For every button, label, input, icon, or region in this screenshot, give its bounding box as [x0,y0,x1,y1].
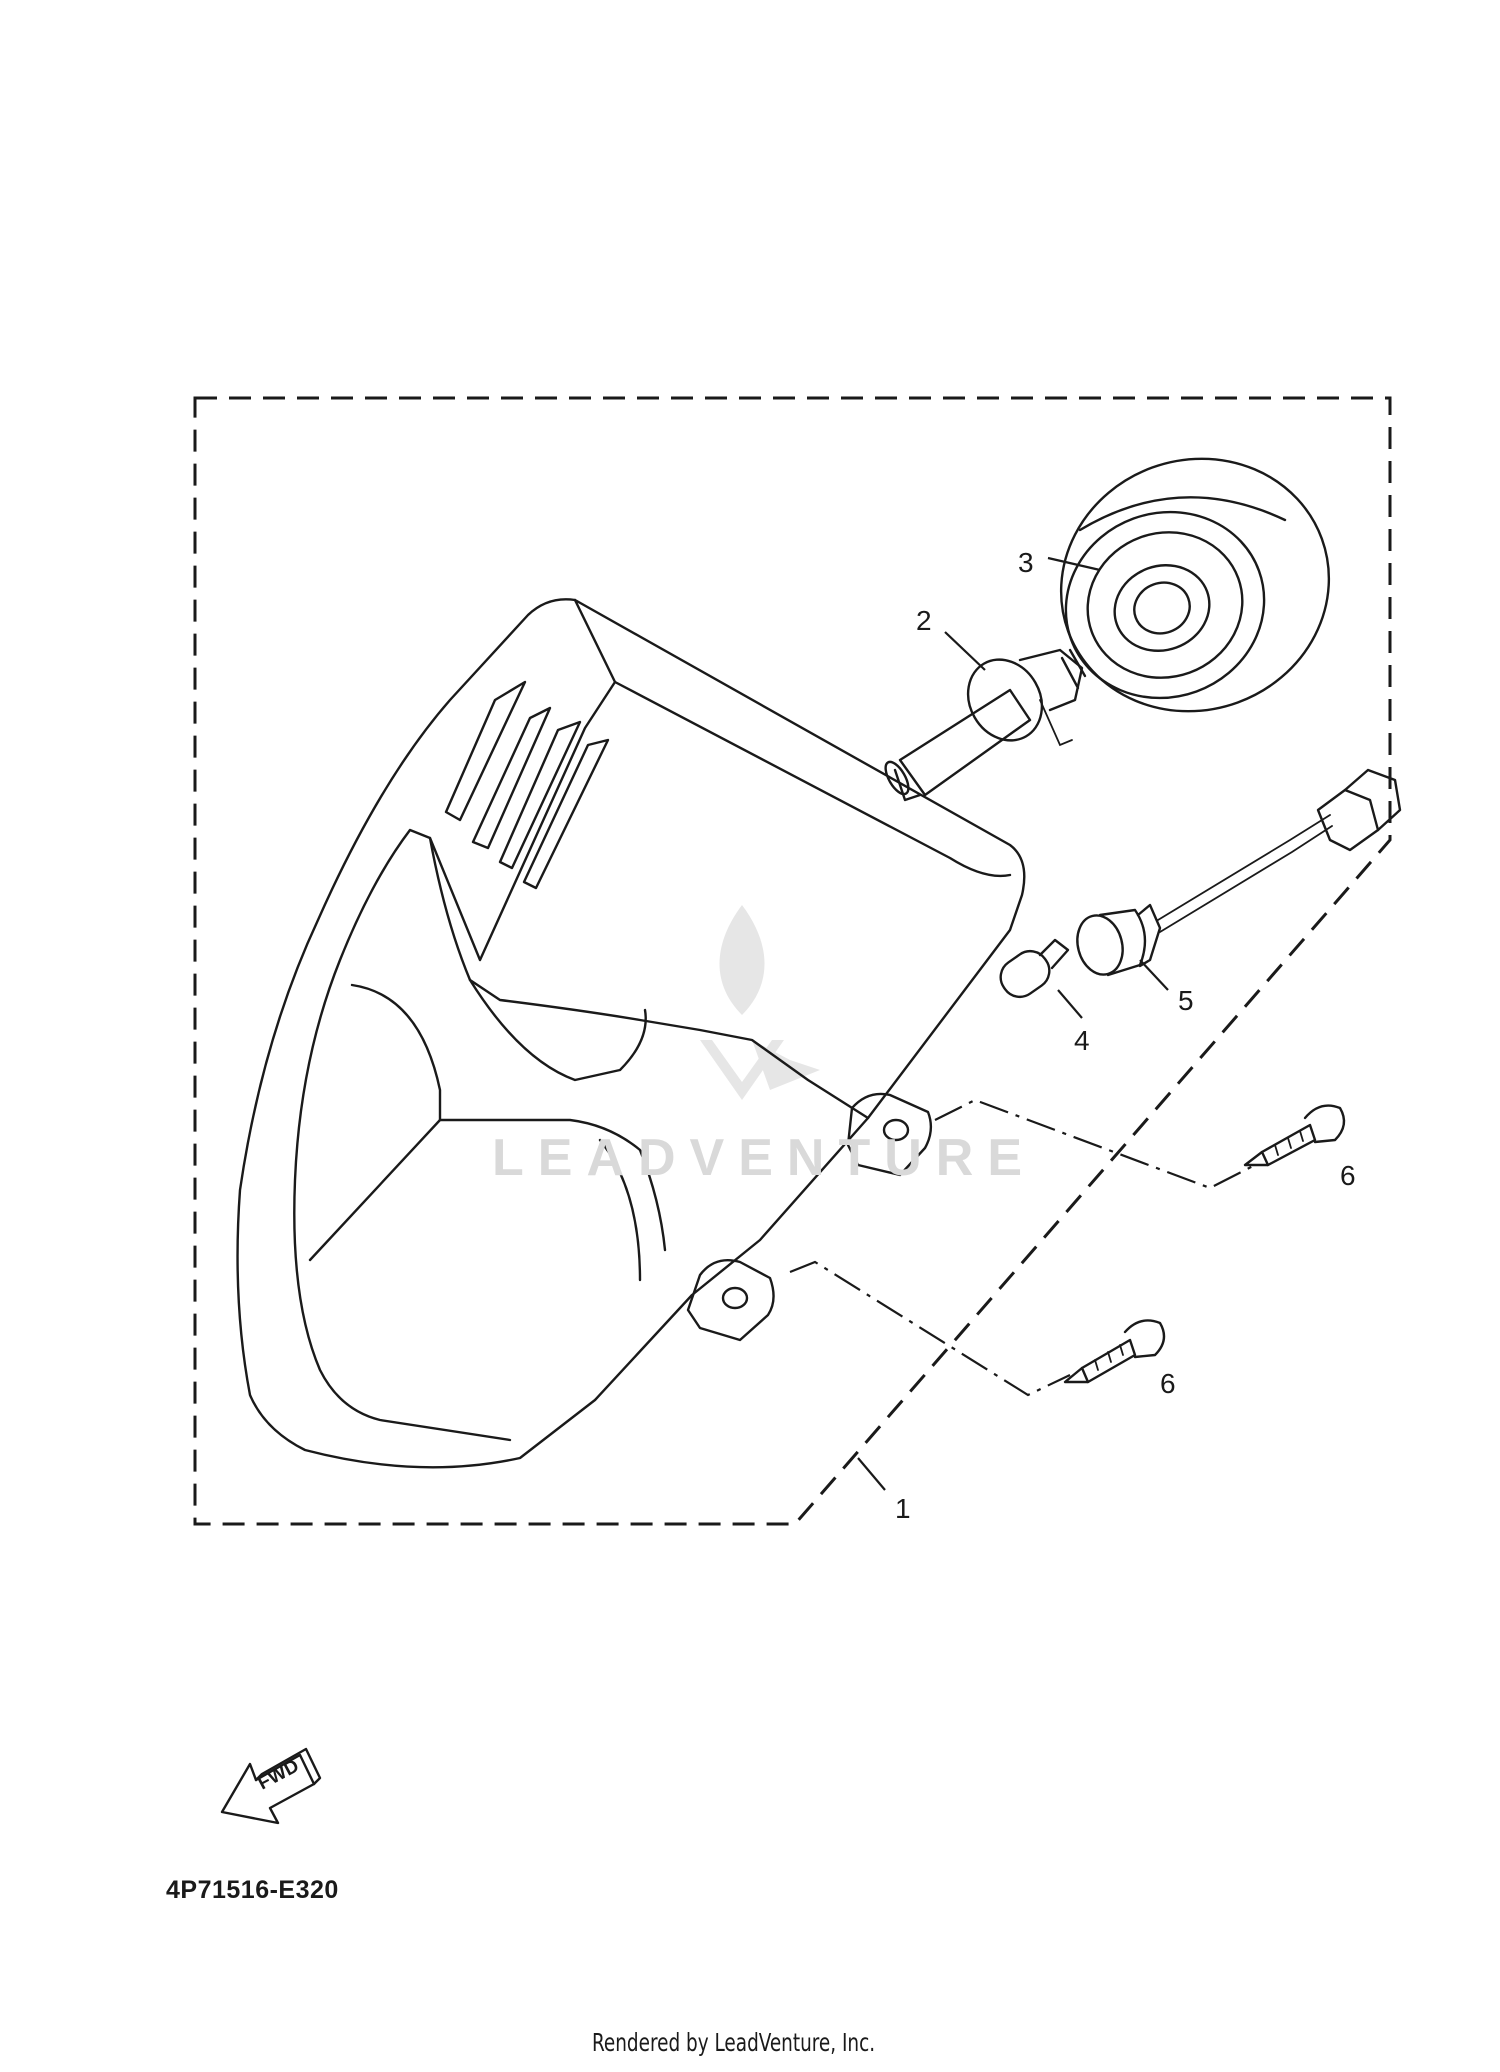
position-bulb [999,938,1070,999]
bulb-socket-harness [1076,768,1402,977]
chain-line-upper [934,1098,1256,1190]
leader-2 [944,631,986,671]
screw-lower [1063,1319,1166,1384]
fwd-label: FWD [254,1756,302,1795]
leader-4 [1057,989,1083,1019]
render-credit: Rendered by LeadVenture, Inc. [592,2028,876,2057]
diagram-code: 4P71516-E320 [166,1876,339,1904]
callout-6-upper: 6 [1340,1160,1356,1191]
callout-4: 4 [1074,1025,1090,1056]
leadventure-watermark-logo [700,905,820,1100]
forward-arrow-icon: FWD [220,1747,322,1825]
headlight-housing [236,598,1026,1469]
assembly-boundary [193,396,1392,1526]
chain-line-lower [789,1260,1071,1397]
leader-1 [857,1457,886,1491]
leader-5 [1139,959,1169,991]
callout-3: 3 [1018,547,1034,578]
callout-2: 2 [916,605,932,636]
screw-upper [1243,1104,1346,1167]
callout-5: 5 [1178,985,1194,1016]
headlight-bulb [884,648,1087,802]
leader-3 [1047,556,1101,572]
watermark-text: LEADVENTURE [492,1129,1037,1187]
callout-6-lower: 6 [1160,1368,1176,1399]
bulb-socket-ring [1059,457,1331,713]
callout-1: 1 [895,1493,911,1524]
